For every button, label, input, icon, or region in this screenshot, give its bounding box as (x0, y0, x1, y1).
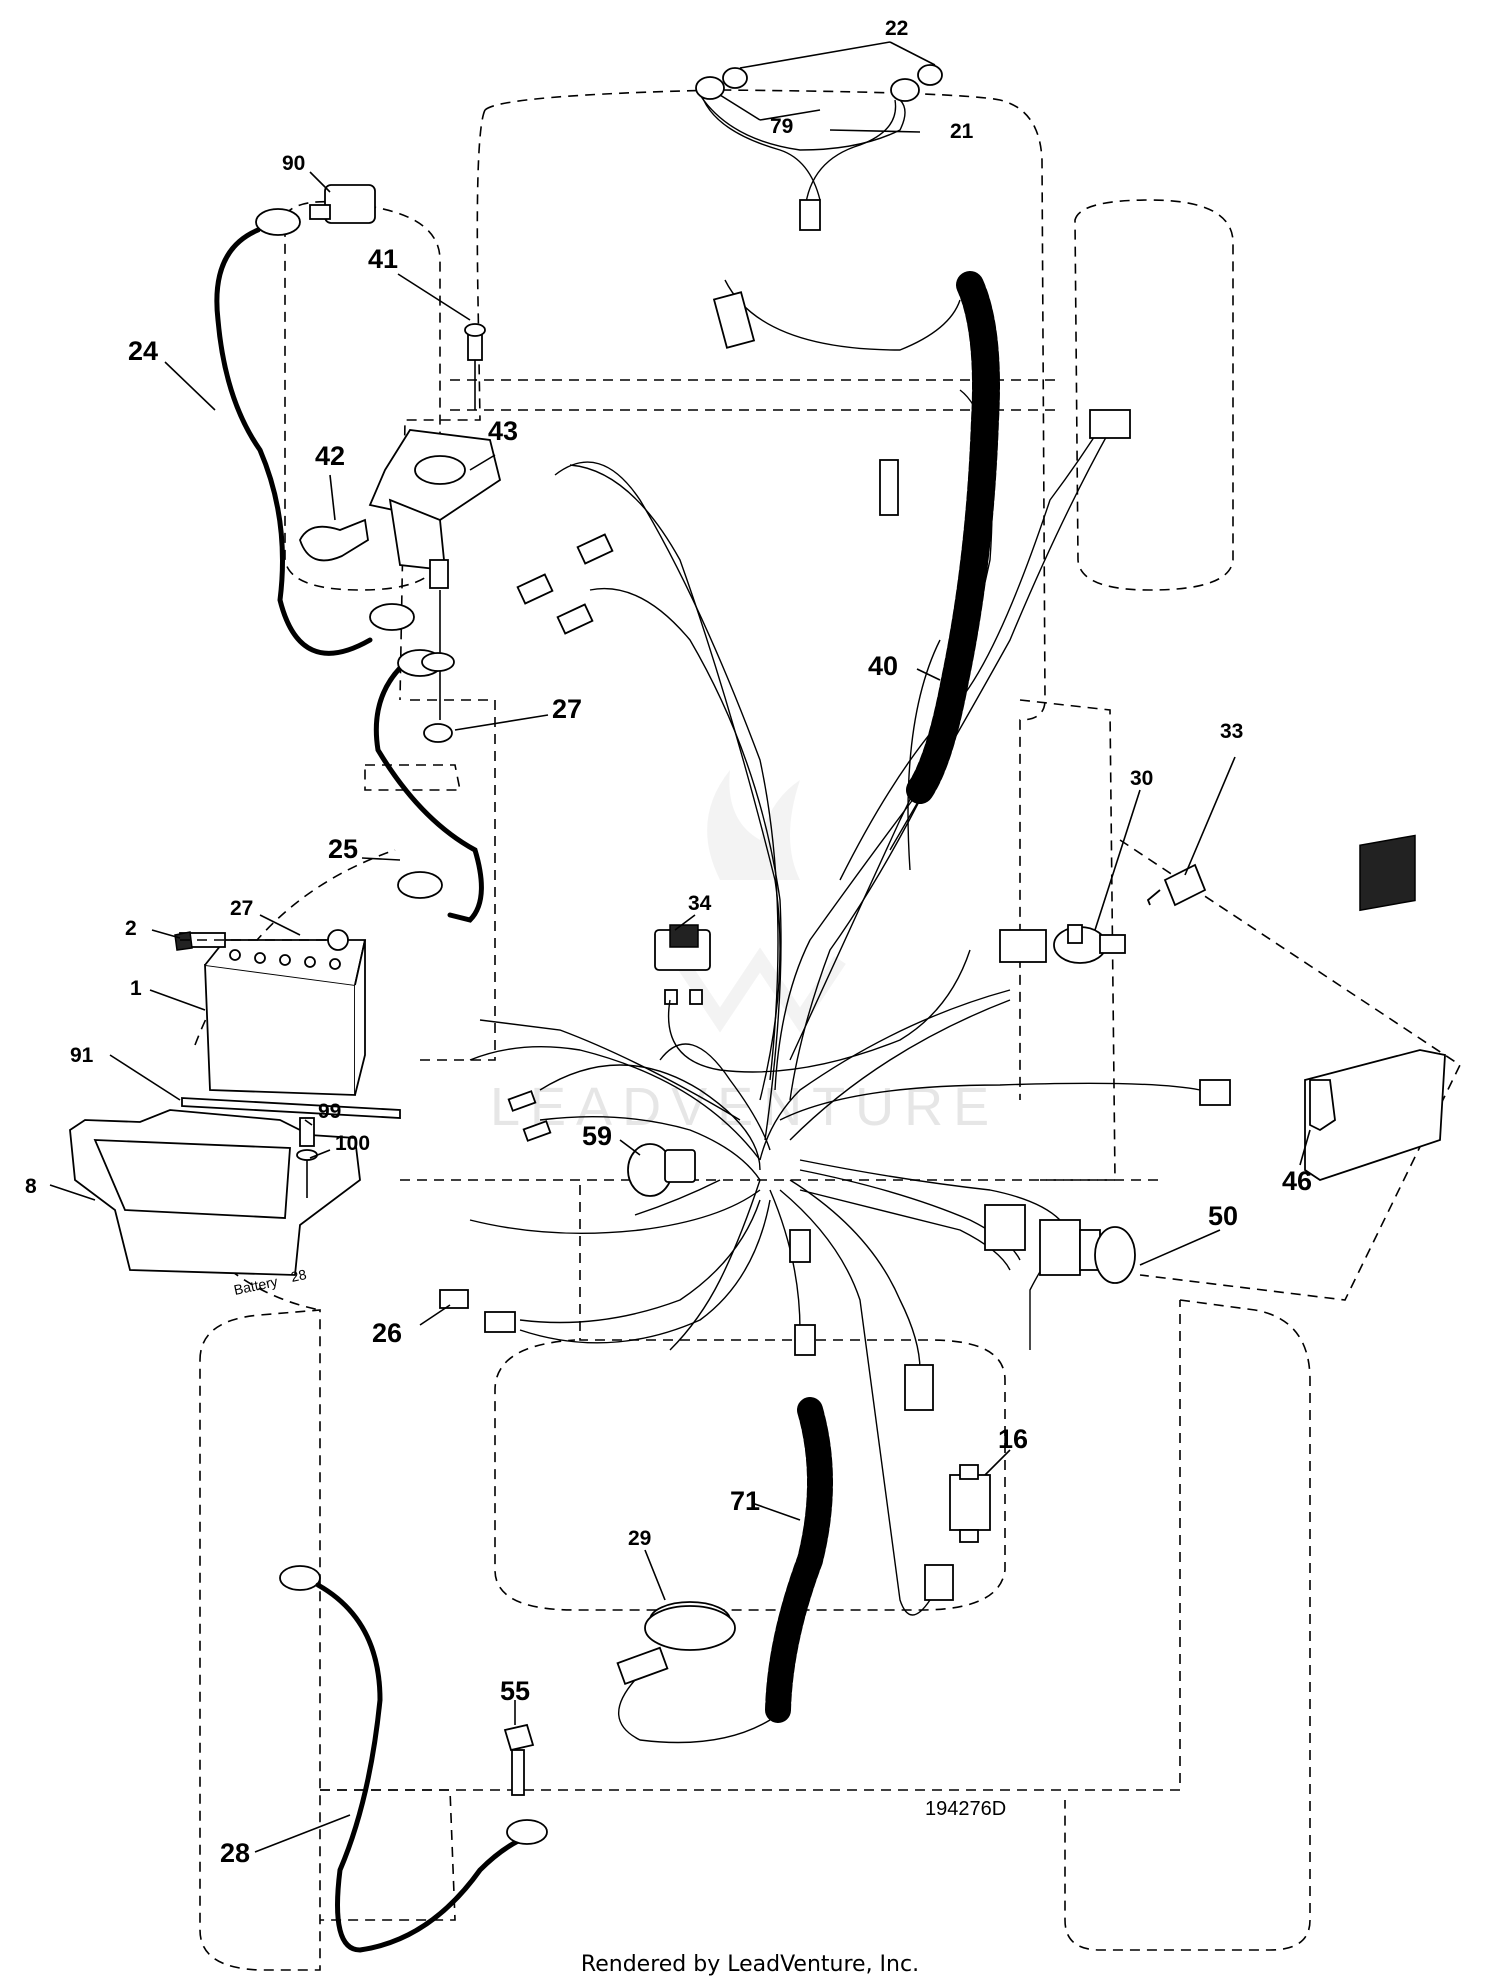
callout-59: 59 (582, 1121, 612, 1151)
callout-100: 100 (335, 1132, 370, 1155)
watermark-text: LEADVENTURE (490, 1077, 999, 1137)
footer-credit: Rendered by LeadVenture, Inc. (580, 1952, 920, 1977)
callout-71: 71 (730, 1486, 760, 1516)
headlight-assembly (695, 41, 943, 231)
callout-24: 24 (128, 336, 158, 366)
callout-43: 43 (488, 416, 518, 446)
callout-30: 30 (1130, 767, 1153, 790)
callout-16: 16 (998, 1424, 1028, 1454)
callout-99: 99 (318, 1100, 341, 1123)
callout-8: 8 (25, 1175, 37, 1198)
cable-25 (373, 649, 484, 923)
part-29 (616, 1601, 771, 1744)
callout-50: 50 (1208, 1201, 1238, 1231)
switch-30 (1053, 924, 1126, 964)
callout-91: 91 (70, 1044, 94, 1067)
conduit-71 (765, 1397, 833, 1723)
callout-41: 41 (368, 244, 398, 274)
callout-25: 25 (328, 834, 358, 864)
callout-90: 90 (282, 152, 305, 175)
callout-1: 1 (130, 977, 142, 1000)
callout-26: 26 (372, 1318, 402, 1348)
harness-connectors (507, 291, 1231, 1601)
battery-label: Battery (232, 1273, 279, 1298)
battery-assembly (69, 929, 401, 1276)
callout-27-battery: 27 (230, 897, 253, 920)
solenoid-43 (299, 323, 502, 743)
callout-40: 40 (868, 651, 898, 681)
part-50 (1039, 1219, 1136, 1284)
part-26 (439, 1289, 516, 1333)
callout-labels: 22 79 21 90 41 24 42 43 40 27 25 33 30 3… (25, 17, 1312, 1868)
conduit-40 (906, 271, 1000, 804)
callout-33: 33 (1220, 720, 1243, 743)
callout-21: 21 (950, 120, 974, 143)
callout-27: 27 (552, 694, 582, 724)
callout-2: 2 (125, 917, 137, 940)
drawing-number: 194276D (925, 1798, 1006, 1820)
part-33 (1146, 863, 1207, 907)
part-46 (1304, 834, 1446, 1181)
battery-label-ref: 28 (289, 1266, 308, 1285)
tractor-outline (194, 89, 1462, 1971)
callout-29: 29 (628, 1527, 651, 1550)
callout-leaders (49, 94, 1311, 1853)
callout-22: 22 (885, 17, 908, 40)
callout-46: 46 (1282, 1166, 1312, 1196)
part-59 (627, 1143, 696, 1197)
callout-79: 79 (770, 115, 793, 138)
callout-55: 55 (500, 1676, 530, 1706)
callout-28: 28 (220, 1838, 250, 1868)
callout-42: 42 (315, 441, 345, 471)
cable-28 (279, 1565, 548, 1953)
part-16 (949, 1464, 991, 1543)
switch-34 (654, 924, 971, 1073)
callout-34: 34 (688, 892, 712, 915)
cable-24 (214, 184, 415, 656)
bolt-55 (503, 1723, 535, 1796)
